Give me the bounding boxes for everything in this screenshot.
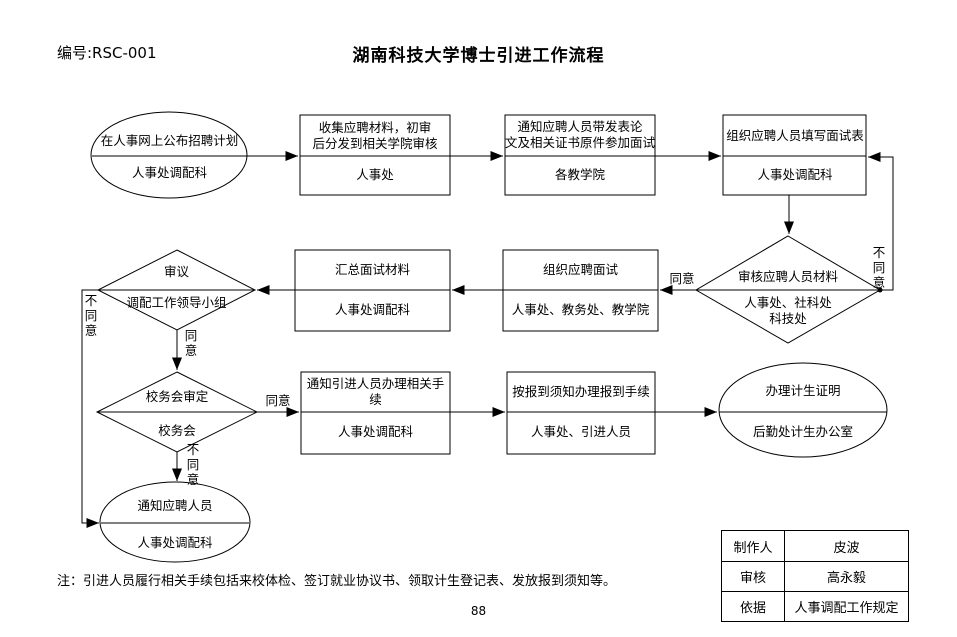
review-materials-owner: 人事处、社科处 科技处 [700, 292, 876, 330]
summarize-action: 汇总面试材料 [334, 261, 410, 277]
arrow-review-disagree-back [868, 152, 894, 291]
notify-interview-action: 通知应聘人员带发表论 文及相关证书原件参加面试 [505, 116, 655, 154]
node-notify-interview [504, 114, 656, 196]
node-notify-applicant [99, 481, 251, 563]
organize-interview-action: 组织应聘面试 [542, 261, 618, 277]
label-agree-review: 同意 [669, 271, 695, 286]
publish-plan-action: 在人事网上公布招聘计划 [100, 132, 239, 148]
connectors [81, 151, 894, 528]
deliberate-owner: 调配工作领导小组 [126, 294, 227, 310]
review-materials-action: 审核应聘人员材料 [737, 268, 838, 284]
register-action: 按报到须知办理报到手续 [512, 383, 650, 399]
collect-materials-action-line2: 后分发到相关学院审核 [312, 136, 438, 151]
node-publish-plan [90, 111, 248, 199]
collect-materials-action: 收集应聘材料，初审 后分发到相关学院审核 [302, 118, 448, 154]
node-fill-form [722, 114, 867, 196]
notify-procedures-owner: 人事处调配科 [337, 423, 413, 439]
node-register [506, 371, 656, 455]
label-disagree-council: 不同意 [186, 442, 200, 487]
deliberate-action: 审议 [163, 263, 189, 279]
info-table-label: 依据 [722, 591, 784, 621]
notify-applicant-action: 通知应聘人员 [137, 497, 213, 513]
info-table-label: 审核 [722, 561, 784, 591]
label-disagree-review: 不同意 [872, 245, 886, 290]
label-disagree-deliberate: 不同意 [84, 293, 98, 338]
arrow-deliberate-disagree [81, 289, 99, 528]
family-planning-action: 办理计生证明 [765, 382, 841, 398]
family-planning-owner: 后勤处计生办公室 [752, 423, 853, 439]
collect-materials-owner: 人事处 [356, 166, 394, 182]
info-table-label: 制作人 [733, 540, 773, 556]
notify-applicant-owner: 人事处调配科 [137, 534, 213, 550]
info-table-value: 高永毅 [784, 561, 908, 591]
node-family-planning [718, 362, 888, 458]
publish-plan-owner: 人事处调配科 [131, 164, 207, 180]
page-title: 湖南科技大学博士引进工作流程 [352, 46, 605, 66]
label-agree-deliberate: 同意 [184, 328, 198, 358]
footnote: 注：引进人员履行相关手续包括来校体检、签订就业协议书、领取计生登记表、发放报到须… [57, 574, 617, 589]
council-review-owner: 校务会 [158, 422, 196, 438]
review-materials-owner-line1: 人事处、社科处 [744, 294, 832, 310]
collect-materials-action-line1: 收集应聘材料，初审 [318, 119, 432, 135]
summarize-owner: 人事处调配科 [334, 301, 410, 317]
fill-form-owner: 人事处调配科 [757, 166, 833, 182]
notify-procedures-action: 通知引进人员办理相关手续 [306, 375, 445, 407]
node-collect-materials [299, 114, 451, 196]
register-owner: 人事处、引进人员 [530, 423, 631, 439]
info-table-value: 人事调配工作规定 [784, 591, 908, 621]
notify-interview-action-line1: 通知应聘人员带发表论 [517, 118, 643, 134]
node-notify-procedures [300, 371, 451, 455]
notify-interview-owner: 各教学院 [554, 166, 605, 182]
fill-form-action: 组织应聘人员填写面试表 [726, 127, 864, 143]
label-agree-council: 同意 [265, 393, 291, 408]
notify-interview-action-line2: 文及相关证书原件参加面试 [505, 135, 656, 150]
info-table-value: 皮波 [784, 531, 908, 561]
info-table: 制作人 皮波 审核 高永毅 依据 人事调配工作规定 [721, 530, 909, 622]
council-review-action: 校务会审定 [145, 388, 209, 404]
page-number: 88 [470, 604, 487, 618]
review-materials-owner-line2: 科技处 [769, 311, 807, 326]
organize-interview-owner: 人事处、教务处、教学院 [511, 301, 650, 317]
doc-number: 编号:RSC-001 [57, 44, 157, 62]
